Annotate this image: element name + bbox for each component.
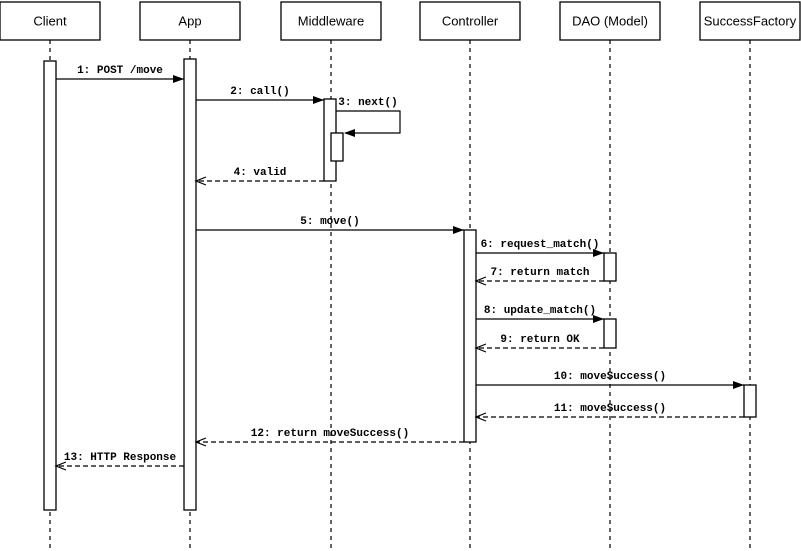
activation-dao-update	[603, 318, 617, 349]
message-arrowhead-9	[474, 343, 487, 353]
message-label-6: 6: request_match()	[481, 239, 600, 251]
message-label-3: 3: next()	[338, 97, 397, 109]
message-arrowhead-3	[344, 129, 355, 137]
message-label-2: 2: call()	[230, 86, 289, 98]
message-label-12: 12: return moveSuccess()	[251, 428, 409, 440]
message-label-7: 7: return match	[490, 267, 589, 279]
lifeline-head-dao-model	[559, 1, 661, 41]
message-arrowhead-4	[194, 176, 207, 186]
message-arrowhead-10	[733, 381, 744, 389]
message-label-11: 11: moveSuccess()	[554, 403, 666, 415]
message-arrowhead-13	[54, 461, 67, 471]
lifeline-label-client: Client	[33, 14, 67, 29]
message-arrowhead-12	[194, 437, 207, 447]
message-arrowhead-2	[313, 96, 324, 104]
activation-success-factory	[743, 384, 757, 418]
message-arrowhead-8	[593, 315, 604, 323]
message-arrowhead-1	[173, 75, 184, 83]
activation-app	[183, 58, 197, 511]
lifeline-label-controller: Controller	[442, 14, 499, 29]
lifeline-label-middleware: Middleware	[298, 14, 364, 29]
message-arrowhead-7	[474, 276, 487, 286]
lifeline-label-success-factory: SuccessFactory	[704, 14, 797, 29]
lifeline-head-client	[0, 1, 101, 41]
message-arrowhead-11	[474, 412, 487, 422]
lifeline-head-middleware	[280, 1, 382, 41]
activation-middleware-nested	[330, 132, 344, 162]
message-arrowhead-6	[593, 249, 604, 257]
lifeline-head-controller	[419, 1, 521, 41]
activation-dao-request	[603, 252, 617, 282]
message-label-4: 4: valid	[234, 167, 287, 179]
message-arrowhead-5	[453, 226, 464, 234]
message-label-13: 13: HTTP Response	[64, 452, 177, 464]
activation-controller	[463, 229, 477, 443]
message-label-1: 1: POST /move	[77, 65, 163, 77]
lifeline-label-dao-model: DAO (Model)	[572, 14, 648, 29]
message-line-3	[336, 110, 401, 134]
lifeline-label-app: App	[178, 14, 201, 29]
message-label-5: 5: move()	[300, 216, 359, 228]
activation-client	[43, 60, 57, 511]
message-label-9: 9: return OK	[500, 334, 580, 346]
message-label-8: 8: update_match()	[484, 305, 596, 317]
lifeline-head-app	[139, 1, 241, 41]
message-label-10: 10: moveSuccess()	[554, 371, 666, 383]
lifeline-head-success-factory	[699, 1, 801, 41]
